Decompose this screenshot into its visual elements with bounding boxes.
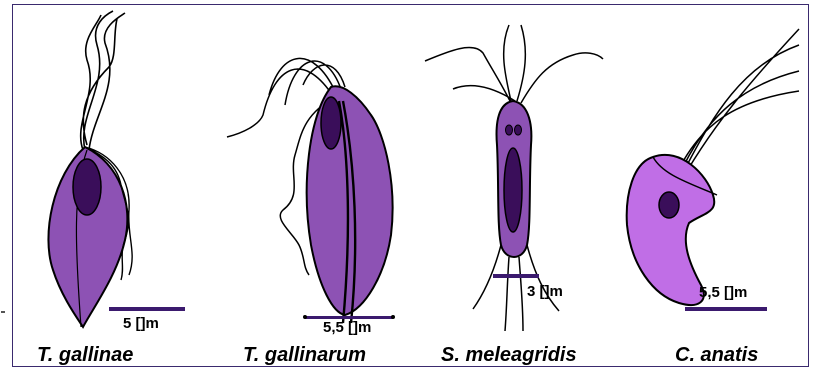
t-gallinarum-scale-label: 5,5 []m <box>323 319 371 336</box>
c-anatis-name: C. anatis <box>675 344 758 367</box>
organism-illustrations <box>13 5 810 368</box>
s-meleagridis-scale-bar <box>493 274 539 278</box>
s-meleagridis-left-granule <box>506 125 513 135</box>
t-gallinarum-illustration <box>227 58 395 323</box>
s-meleagridis-right-granule <box>515 125 522 135</box>
c-anatis-nucleus <box>659 192 679 218</box>
t-gallinae-scale-label: 5 []m <box>123 315 159 332</box>
s-meleagridis-illustration <box>425 25 603 331</box>
s-meleagridis-anterior-flagella <box>425 25 603 103</box>
t-gallinarum-name: T. gallinarum <box>243 344 366 367</box>
t-gallinarum-nucleus <box>321 97 341 149</box>
c-anatis-flagella <box>681 29 799 171</box>
t-gallinae-illustration <box>48 11 185 327</box>
t-gallinae-name: T. gallinae <box>37 344 133 367</box>
t-gallinae-scale-bar <box>109 307 185 311</box>
t-gallinae-nucleus <box>73 159 101 215</box>
figure-frame: 5 []m 5,5 []m 3 []m 5,5 []m T. gallinae … <box>12 4 809 367</box>
c-anatis-scale-bar <box>685 307 767 311</box>
c-anatis-body <box>627 155 715 305</box>
t-gallinarum-body <box>307 86 393 315</box>
t-gallinae-flagella <box>81 11 125 150</box>
c-anatis-illustration <box>627 29 799 311</box>
s-meleagridis-name: S. meleagridis <box>441 344 577 367</box>
s-meleagridis-scale-label: 3 []m <box>527 283 563 300</box>
s-meleagridis-nucleus <box>504 148 522 232</box>
t-gallinarum-scale-bar-end-left <box>303 315 307 319</box>
t-gallinarum-scale-bar-end-right <box>391 315 395 319</box>
edge-tick-mark <box>1 311 5 313</box>
c-anatis-scale-label: 5,5 []m <box>699 284 747 301</box>
